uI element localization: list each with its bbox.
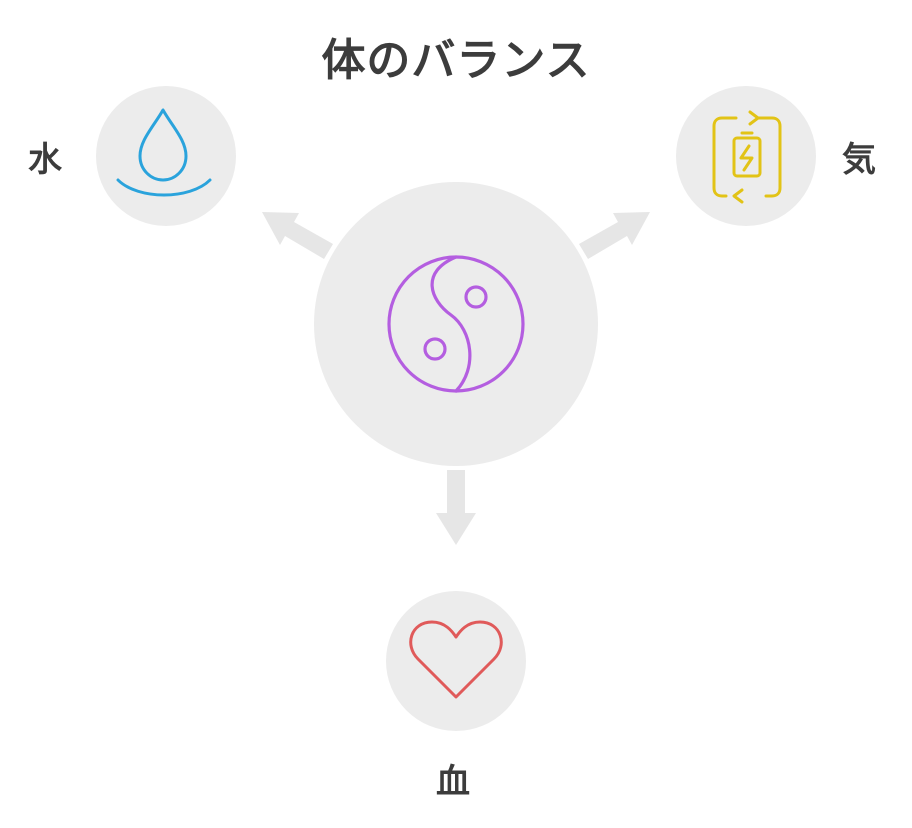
yin-yang-icon [387, 255, 525, 393]
arrow-to-ki [579, 212, 650, 259]
label-blood: 血 [436, 762, 470, 802]
ki-circle [676, 86, 816, 226]
water-circle [96, 86, 236, 226]
diagram-title: 体のバランス [321, 35, 591, 86]
water-node [96, 86, 236, 226]
battery-cycle-icon [712, 110, 782, 204]
blood-circle [386, 591, 526, 731]
label-ki: 気 [842, 140, 876, 180]
label-water: 水 [28, 140, 62, 180]
center-circle [314, 182, 598, 466]
blood-node [386, 591, 526, 731]
arrow-to-water [262, 212, 333, 259]
ki-node [676, 86, 816, 226]
center-node [314, 182, 598, 466]
heart-icon [409, 620, 503, 699]
water-drop-icon [116, 108, 212, 197]
arrow-to-blood [436, 470, 476, 545]
